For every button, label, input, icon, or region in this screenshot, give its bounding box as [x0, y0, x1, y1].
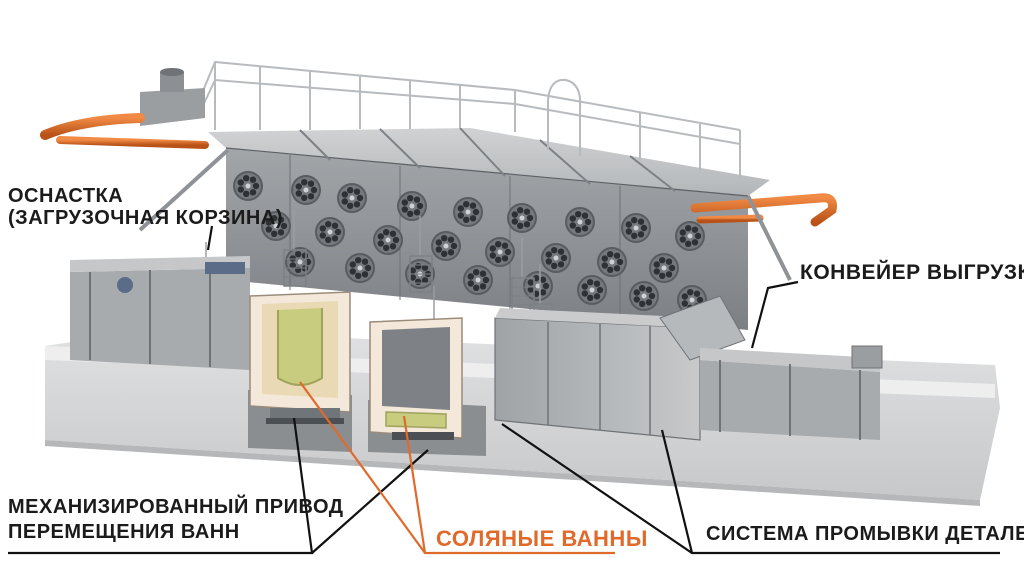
drum-wheel [291, 175, 321, 205]
leader-conveyor [750, 280, 799, 349]
washing-tanks [494, 308, 705, 441]
exhaust-hood [140, 68, 205, 126]
drum-wheel [507, 203, 537, 233]
drum-wheel [397, 191, 427, 221]
basket [409, 216, 433, 293]
drum-wheel [345, 253, 375, 283]
drum-wheel [597, 247, 627, 277]
drum-wheel [315, 217, 345, 247]
leader-fixture [206, 225, 214, 251]
drum-wheel [233, 171, 263, 201]
drum-wheel [577, 275, 607, 305]
loading-station-left [70, 256, 250, 370]
salt-bath-1 [249, 291, 351, 424]
label-salt-baths: СОЛЯНЫЕ ВАННЫ [436, 526, 648, 551]
basket [283, 210, 307, 287]
unloading-conveyor-assembly [138, 148, 883, 440]
salt-bath-2 [369, 317, 463, 440]
label-fixture-line-1: ОСНАСТКА [8, 185, 124, 207]
rotary-drums [233, 171, 707, 315]
label-bath-drive-line-2: ПЕРЕМЕЩЕНИЯ ВАНН [8, 521, 240, 543]
drum-wheel [453, 197, 483, 227]
leader-bath-drive-2 [311, 449, 429, 554]
label-unloading-conveyor: КОНВЕЙЕР ВЫГРУЗКИ [800, 261, 1024, 284]
leader-salt-2 [402, 415, 427, 554]
drum-wheel [541, 243, 571, 273]
drum-wheel [337, 183, 367, 213]
label-bath-drive-line-1: МЕХАНИЗИРОВАННЫЙ ПРИВОД [8, 496, 344, 518]
drum-wheel [629, 281, 659, 311]
label-washing-system: СИСТЕМА ПРОМЫВКИ ДЕТАЛЕЙ [706, 523, 1024, 545]
drum-wheel [463, 265, 493, 295]
drum-wheel [261, 211, 291, 241]
drum-wheel [373, 225, 403, 255]
drum-wheel [431, 231, 461, 261]
drum-wheel [649, 253, 679, 283]
drum-wheel [285, 247, 315, 277]
drum-wheel [621, 213, 651, 243]
label-fixture-line-2: (ЗАГРУЗОЧНАЯ КОРЗИНА) [8, 207, 283, 229]
drum-wheel [675, 221, 705, 251]
leader-wash-2 [660, 429, 694, 554]
roof-railing [199, 60, 741, 178]
drum-wheel [565, 207, 595, 237]
leader-lines [8, 225, 1000, 555]
drum-wheel [485, 237, 515, 267]
orange-pipes [40, 113, 837, 227]
